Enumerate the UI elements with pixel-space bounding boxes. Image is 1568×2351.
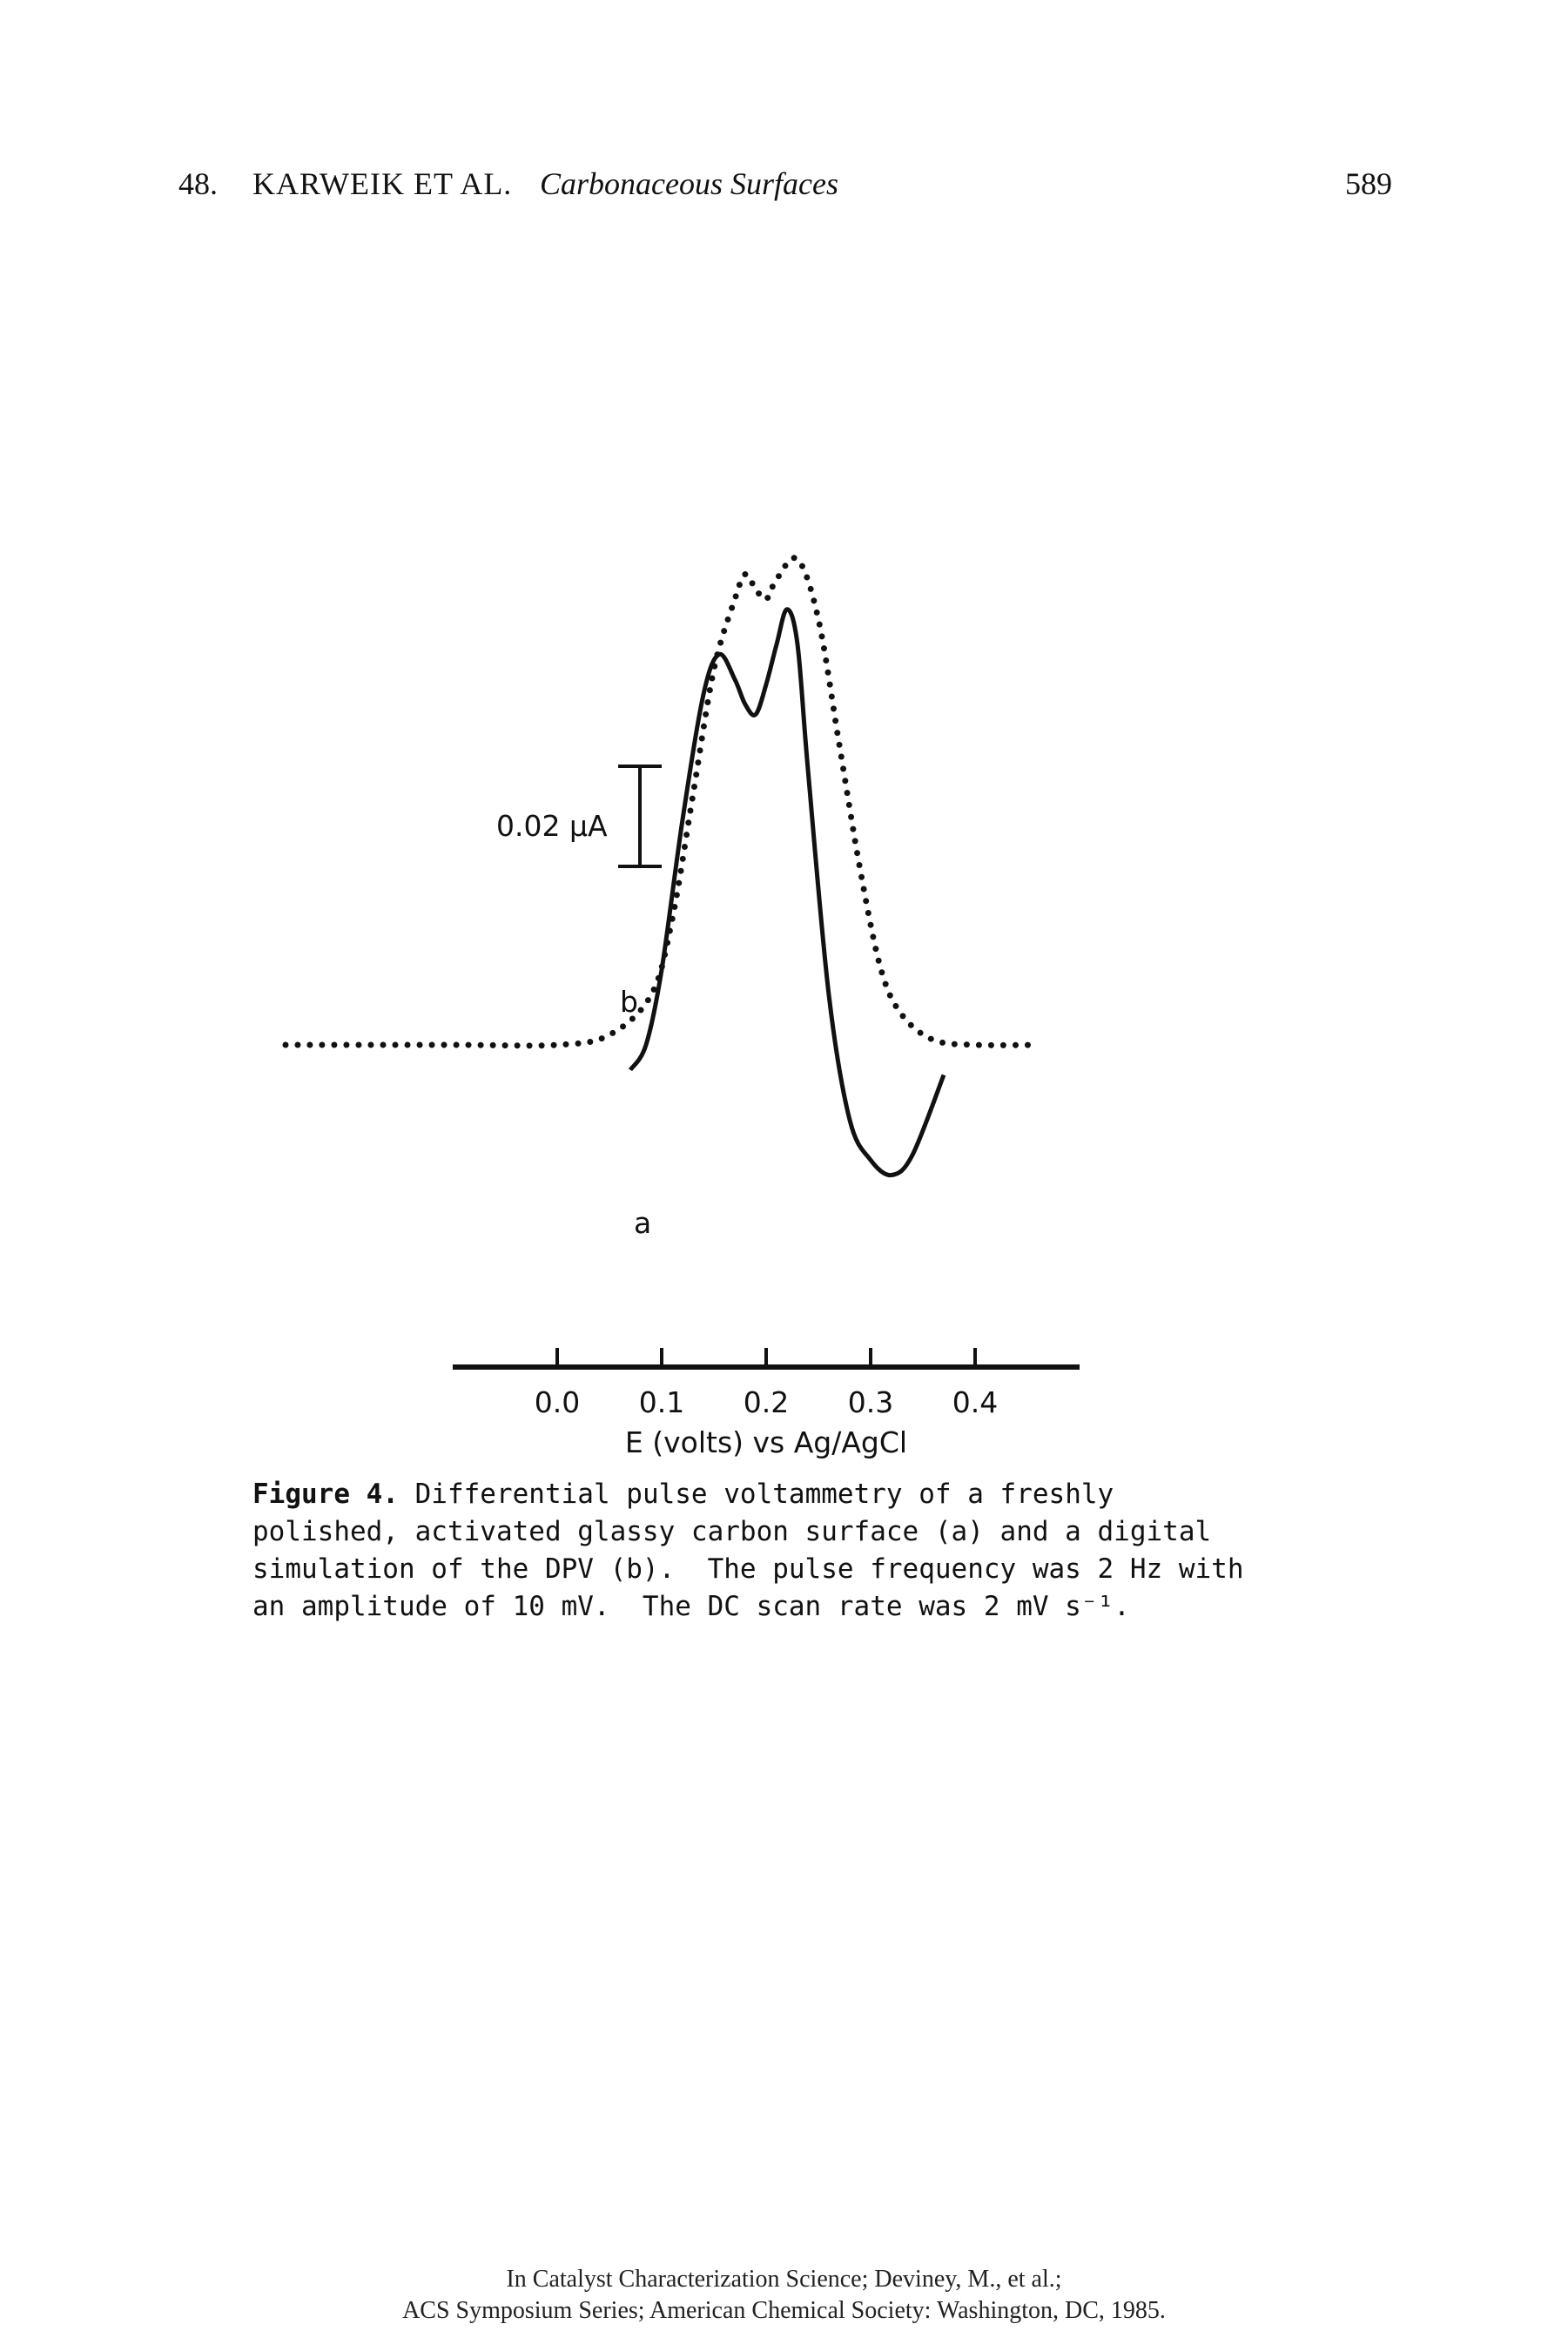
current-scale-bar (618, 765, 662, 868)
running-header: 48. KARWEIK ET AL. Carbonaceous Surfaces… (0, 165, 1568, 218)
x-tick-label-2: 0.2 (744, 1385, 789, 1419)
scale-bar-label: 0.02 μA (496, 809, 608, 843)
data-curves (282, 555, 1041, 1178)
citation-footer: In Catalyst Characterization Science; De… (0, 2264, 1568, 2327)
caption-line-3: simulation of the DPV (b). The pulse fre… (252, 1553, 1244, 1585)
header-running-title: Carbonaceous Surfaces (540, 166, 838, 201)
x-tick-label-3: 0.3 (848, 1385, 893, 1419)
footer-line-1: In Catalyst Characterization Science; De… (506, 2266, 1062, 2293)
page-number: 589 (1345, 166, 1392, 201)
caption-line-2: polished, activated glassy carbon surfac… (252, 1516, 1212, 1547)
footer-line-2: ACS Symposium Series; American Chemical … (402, 2297, 1166, 2324)
voltammetry-figure: 0.02 μA b a 0.0 0.1 0.2 0.3 0.4 E (volts) vs… (282, 555, 1080, 1459)
x-axis-ticks: 0.0 0.1 0.2 0.3 0.4 (535, 1348, 998, 1419)
x-axis-label: E (volts) vs Ag/AgCl (625, 1425, 907, 1459)
caption-line-1: Differential pulse voltammetry of a fres… (398, 1479, 1114, 1510)
chapter-number: 48. (178, 166, 218, 201)
header-authors: KARWEIK ET AL. (252, 166, 513, 201)
figure-label: Figure 4. (252, 1479, 399, 1510)
figure-caption: Figure 4. Differential pulse voltammetry… (252, 1476, 1428, 1626)
curve-label-a: a (634, 1206, 651, 1240)
x-tick-label-0: 0.0 (535, 1385, 580, 1419)
caption-line-4: an amplitude of 10 mV. The DC scan rate … (252, 1591, 1130, 1622)
x-tick-label-1: 0.1 (639, 1385, 684, 1419)
curve-label-b: b (620, 985, 638, 1019)
x-tick-label-4: 0.4 (952, 1385, 998, 1419)
series-a-line (628, 607, 946, 1178)
